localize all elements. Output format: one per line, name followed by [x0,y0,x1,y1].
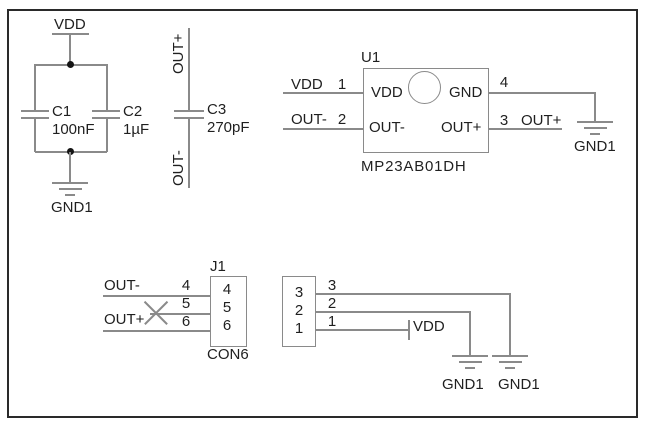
capacitor-plate [92,117,120,119]
wire [150,313,210,315]
j1-pin6-number: 6 [181,313,191,330]
gnd-label: GND1 [51,199,93,216]
no-connect-icon [144,300,168,325]
sheet-border [7,9,638,418]
wire [69,152,71,182]
wire [316,293,510,295]
capacitor-plate [21,117,49,119]
j1-pin4-number: 4 [181,277,191,294]
wire [489,128,562,130]
u1-part-number: MP23AB01DH [361,158,467,175]
c1-ref: C1 [52,103,72,120]
gnd-label: GND1 [574,138,616,155]
pin1-number: 1 [327,313,337,330]
wire [188,28,190,110]
pin-number-4: 4 [499,74,509,91]
pin2-number: 2 [327,295,337,312]
wire [103,330,210,332]
gnd-label: GND1 [442,376,484,393]
capacitor-plate [174,117,204,119]
connector-body [210,276,247,347]
c1-value: 100nF [52,121,95,138]
j1-part: CON6 [207,346,249,363]
power-tick-icon [408,320,410,340]
microphone-port-icon [408,71,441,104]
net-label-out-plus-pin3: OUT+ [521,112,562,129]
net-label-out-minus-j1: OUT- [104,277,140,294]
wire [469,311,471,355]
j1-pin5-number: 5 [181,295,191,312]
u1-pin-name-gnd: GND [449,84,483,101]
u1-pin-name-vdd: VDD [371,84,403,101]
power-bar-icon [52,33,89,35]
wire [69,34,71,64]
net-label-vdd-pin1: VDD [291,76,323,93]
j1-ref: J1 [210,258,226,275]
wire [34,64,36,110]
capacitor-plate [174,110,204,112]
u1-pin-name-out-minus: OUT- [369,119,405,136]
pin2-inside: 2 [294,302,304,319]
ground-icon [577,121,613,135]
ground-icon [52,182,88,196]
wire [283,128,363,130]
wire [103,295,210,297]
capacitor-plate [21,110,49,112]
wire [106,119,108,152]
pin-number-2: 2 [337,111,347,128]
pin3-inside: 3 [294,284,304,301]
ground-icon [452,355,488,369]
c2-ref: C2 [123,103,143,120]
net-label-out-plus: OUT+ [170,33,187,74]
wire [106,64,108,110]
connector-body [282,276,316,347]
wire [594,92,596,121]
pin1-inside: 1 [294,320,304,337]
net-label-out-plus-j1: OUT+ [104,311,145,328]
j1-pin4-inside: 4 [222,281,232,298]
u1-ref: U1 [361,49,381,66]
gnd-label: GND1 [498,376,540,393]
wire [34,119,36,152]
pin-number-1: 1 [337,76,347,93]
ground-icon [492,355,528,369]
wire [489,92,595,94]
junction-dot [66,60,74,68]
ic-body [363,68,489,153]
wire [509,293,511,355]
wire [283,92,363,94]
u1-pin-name-out-plus: OUT+ [441,119,482,136]
net-label-out-minus: OUT- [170,150,187,186]
capacitor-plate [92,110,120,112]
j1-pin5-inside: 5 [222,299,232,316]
net-label-vdd: VDD [54,16,86,33]
pin3-number: 3 [327,277,337,294]
wire [316,311,470,313]
net-label-out-minus-pin2: OUT- [291,111,327,128]
c3-ref: C3 [207,101,227,118]
net-label-vdd-j1: VDD [413,318,445,335]
j1-pin6-inside: 6 [222,317,232,334]
junction-dot [66,147,74,155]
c3-value: 270pF [207,119,250,136]
wire [188,119,190,188]
pin-number-3: 3 [499,112,509,129]
wire [316,329,409,331]
c2-value: 1µF [123,121,150,138]
